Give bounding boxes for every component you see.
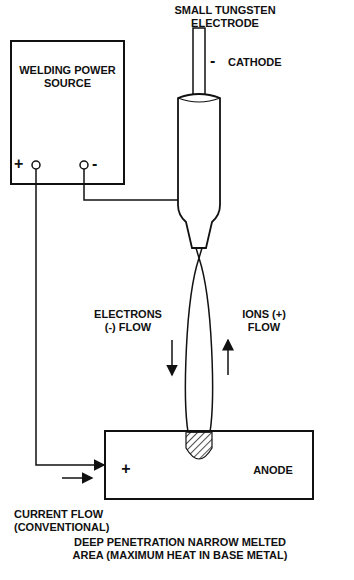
base-metal-block: + ANODE bbox=[104, 430, 314, 500]
electron-arrow bbox=[171, 340, 173, 375]
negative-terminal bbox=[80, 161, 88, 169]
electrode-label: SMALL TUNGSTEN ELECTRODE bbox=[170, 4, 280, 29]
current-arrow bbox=[62, 477, 92, 479]
tungsten-rod bbox=[193, 28, 205, 98]
caption: DEEP PENETRATION NARROW MELTED AREA (MAX… bbox=[60, 536, 300, 561]
terminal-sign: + bbox=[14, 155, 28, 173]
work-cable bbox=[36, 185, 104, 465]
torch-holder bbox=[178, 94, 220, 248]
cathode-label: CATHODE bbox=[228, 56, 308, 69]
node-text: ANODE bbox=[238, 464, 308, 477]
weld-pool bbox=[186, 432, 212, 459]
terminal-sign: - bbox=[92, 155, 106, 173]
current-flow-label: CURRENT FLOW (CONVENTIONAL) bbox=[14, 508, 134, 533]
ion-flow-label: IONS (+) FLOW bbox=[234, 308, 294, 333]
electron-flow-label: ELECTRONS (-) FLOW bbox=[88, 308, 168, 333]
node-text: WELDING POWER SOURCE bbox=[12, 64, 123, 89]
polarity-sign: - bbox=[210, 52, 222, 70]
node-text: + bbox=[116, 460, 136, 478]
ion-arrow bbox=[227, 340, 229, 375]
welding-arc bbox=[186, 258, 213, 432]
power-source-box: WELDING POWER SOURCE bbox=[10, 40, 125, 185]
positive-terminal bbox=[32, 161, 40, 169]
